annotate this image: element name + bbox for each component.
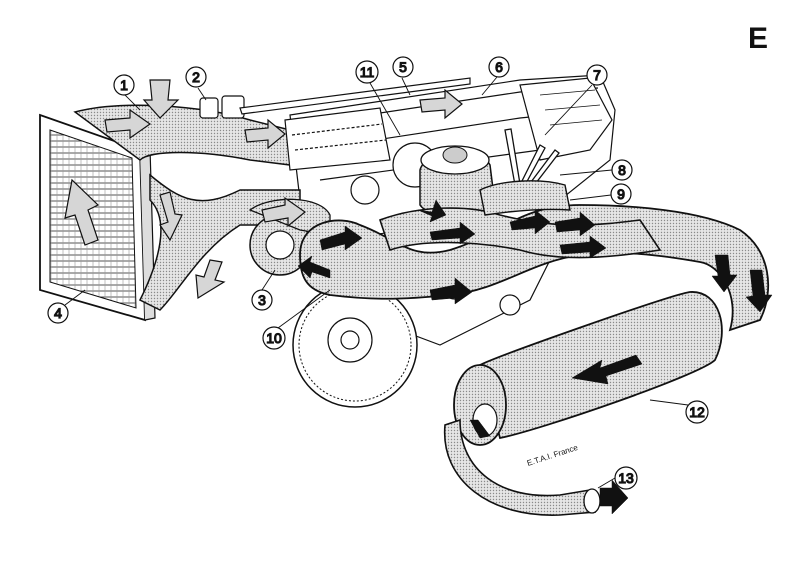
intake-manifold [199, 77, 471, 171]
svg-text:9: 9 [617, 186, 625, 202]
exhaust-arrow-icon [297, 199, 773, 515]
svg-text:10: 10 [266, 330, 282, 346]
callout-leaders [64, 76, 689, 489]
callout-4: 4 [47, 302, 69, 324]
svg-text:11: 11 [360, 64, 375, 80]
publisher-credit: E.T.A.I. France [526, 443, 580, 468]
svg-text:7: 7 [593, 67, 601, 83]
callout-9: 9 [610, 183, 632, 205]
svg-text:12: 12 [689, 404, 705, 420]
svg-text:3: 3 [258, 292, 266, 308]
callout-5: 5 [392, 56, 414, 78]
callout-10: 10 [262, 326, 286, 350]
svg-text:5: 5 [399, 59, 407, 75]
svg-text:1: 1 [120, 77, 128, 93]
flywheel [292, 282, 418, 408]
callout-11: 11 [355, 60, 379, 84]
callout-12: 12 [685, 400, 709, 424]
callout-3: 3 [251, 289, 273, 311]
callout-8: 8 [611, 159, 633, 181]
svg-text:4: 4 [54, 305, 62, 321]
svg-text:8: 8 [618, 162, 626, 178]
callout-13: 13 [614, 466, 638, 490]
callout-1: 1 [113, 74, 135, 96]
turbocharger [248, 198, 331, 276]
callouts: 1 2 3 4 5 6 7 8 9 10 11 12 13 [47, 56, 709, 490]
svg-text:6: 6 [495, 59, 503, 75]
air-filter-housing [419, 145, 496, 217]
svg-text:13: 13 [618, 470, 634, 486]
svg-text:2: 2 [192, 69, 200, 85]
callout-6: 6 [488, 56, 510, 78]
callout-2: 2 [185, 66, 207, 88]
intake-arrow-icon [64, 79, 463, 300]
section-letter: E [748, 22, 768, 55]
callout-7: 7 [586, 64, 608, 86]
tail-pipe [443, 418, 601, 516]
